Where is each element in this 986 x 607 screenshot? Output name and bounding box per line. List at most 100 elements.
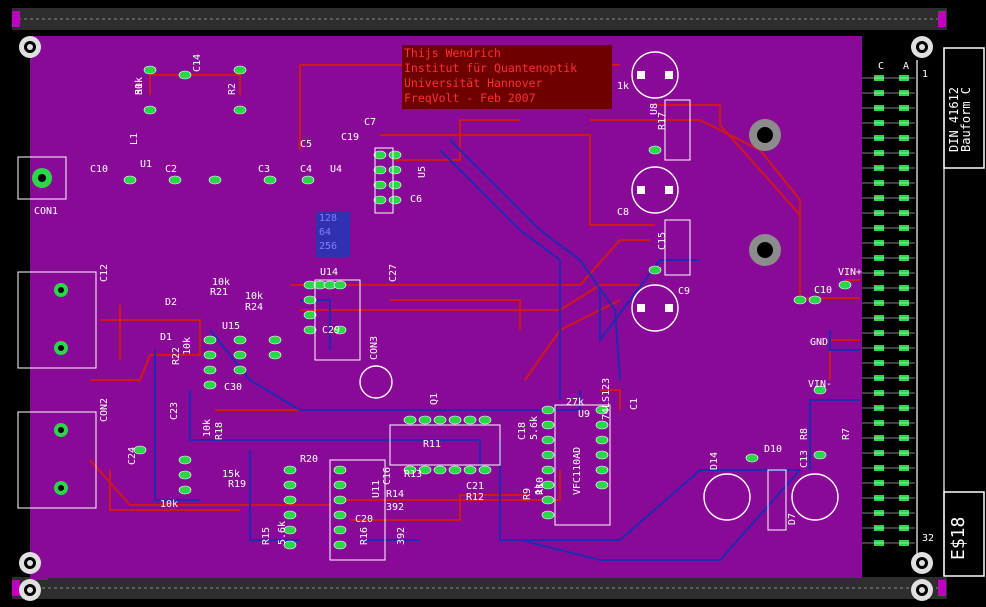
component-label: 10k — [160, 499, 179, 510]
via-pad — [648, 145, 662, 155]
pin-last-label: 32 — [922, 533, 935, 544]
component-label: 10k — [212, 277, 231, 288]
component-label: C8 — [617, 207, 630, 218]
via-pad — [793, 295, 807, 305]
via-pad — [403, 415, 417, 425]
component-label: C18 — [517, 421, 528, 440]
component-label: C10 — [814, 285, 833, 296]
via-pad — [448, 415, 462, 425]
via-pad — [595, 480, 609, 490]
component-label: R7 — [841, 427, 852, 440]
component-label: CON3 — [369, 335, 380, 360]
component-label: D1 — [160, 332, 173, 343]
via-pad — [373, 180, 387, 190]
via-pad — [333, 465, 347, 475]
via-pad — [283, 540, 297, 550]
component-label: C5 — [300, 139, 313, 150]
board-id-label: E$18 — [948, 516, 969, 560]
via-pad — [333, 510, 347, 520]
component-label: R2 — [227, 82, 238, 95]
mounting-hole-icon — [19, 579, 41, 601]
via-pad — [233, 105, 247, 115]
via-pad — [388, 165, 402, 175]
component-label: U11 — [371, 479, 382, 498]
component-label: U9 — [578, 409, 591, 420]
top-rail — [12, 8, 947, 30]
via-pad — [143, 105, 157, 115]
component-label: R16 — [359, 526, 370, 545]
via-pad — [448, 465, 462, 475]
mounting-hole-icon — [19, 36, 41, 58]
via-pad — [595, 420, 609, 430]
component-label: 10k — [245, 291, 264, 302]
via-pad — [541, 450, 555, 460]
component-label: C6 — [410, 194, 423, 205]
via-pad — [283, 525, 297, 535]
component-label: C29 — [322, 325, 341, 336]
component-label: D10 — [764, 444, 783, 455]
component-label: U15 — [222, 321, 241, 332]
component-label: D2 — [165, 297, 178, 308]
component-label: C7 — [364, 117, 377, 128]
component-label: R8 — [799, 427, 810, 440]
component-label: R11 — [423, 439, 442, 450]
component-label: C30 — [224, 382, 243, 393]
via-pad — [541, 405, 555, 415]
via-pad — [178, 70, 192, 80]
via-pad — [123, 175, 137, 185]
component-label: 50k — [134, 76, 145, 95]
component-label: 27k — [566, 397, 585, 408]
via-pad — [813, 385, 827, 395]
component-label: CON2 — [99, 397, 110, 422]
component-label: U14 — [320, 267, 339, 278]
component-label: C14 — [192, 53, 203, 72]
component-label: C15 — [657, 231, 668, 250]
component-label: C12 — [99, 263, 110, 282]
component-label: C20 — [355, 514, 374, 525]
connector-text: DIN 41612 Bauform C — [947, 86, 973, 152]
via-pad — [373, 150, 387, 160]
via-pad — [268, 335, 282, 345]
gnd-label: GND — [810, 337, 829, 348]
via-pad — [813, 450, 827, 460]
pin-row-a: A — [903, 61, 910, 72]
component-label: C2 — [165, 164, 178, 175]
component-label: D7 — [787, 512, 798, 525]
via-pad — [478, 415, 492, 425]
component-label: 10k — [182, 336, 193, 355]
via-pad — [418, 465, 432, 475]
component-label: C24 — [127, 446, 138, 465]
via-pad — [233, 65, 247, 75]
blue-box-line-1: 128 — [319, 213, 338, 224]
component-label: C23 — [169, 401, 180, 420]
via-pad — [388, 195, 402, 205]
mounting-hole-icon — [911, 552, 933, 574]
component-label: C13 — [799, 449, 810, 468]
via-pad — [203, 350, 217, 360]
component-label: Q1 — [429, 392, 440, 405]
via-pad — [541, 495, 555, 505]
via-pad — [168, 175, 182, 185]
via-pad — [203, 335, 217, 345]
component-label: VFC110AD — [572, 446, 583, 495]
pin-first-label: 1 — [922, 69, 929, 80]
component-label: U1 — [140, 159, 153, 170]
via-pad — [745, 453, 759, 463]
title-block: Thijs Wendrich Institut für Quantenoptik… — [402, 45, 612, 109]
via-pad — [268, 350, 282, 360]
component-label: C4 — [300, 164, 313, 175]
via-pad — [333, 525, 347, 535]
via-pad — [333, 280, 347, 290]
via-pad — [333, 495, 347, 505]
mounting-hole-icon — [19, 552, 41, 574]
component-label: C16 — [382, 466, 393, 485]
component-label: C19 — [341, 132, 360, 143]
via-pad — [233, 335, 247, 345]
via-pad — [133, 445, 147, 455]
via-pad — [433, 415, 447, 425]
via-pad — [838, 280, 852, 290]
via-pad — [178, 470, 192, 480]
via-pad — [541, 480, 555, 490]
via-pad — [388, 180, 402, 190]
via-pad — [263, 175, 277, 185]
